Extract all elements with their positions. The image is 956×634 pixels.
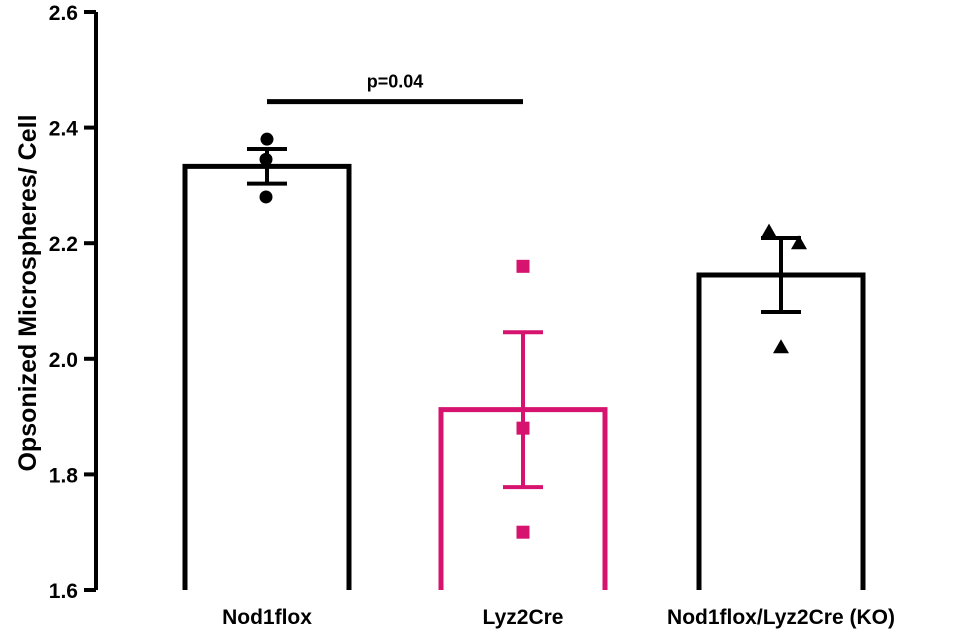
data-point-square (516, 525, 530, 539)
data-point-circle (259, 152, 273, 166)
data-point-triangle (761, 223, 777, 238)
data-point-circle (259, 190, 273, 204)
bars (182, 146, 866, 590)
data-points (259, 132, 807, 539)
data-point-circle (260, 132, 274, 146)
data-point-triangle (791, 235, 807, 250)
bar (182, 163, 352, 590)
x-category-label: Nod1flox (222, 606, 312, 629)
x-category-label: Lyz2Cre (483, 606, 564, 629)
y-tick-label: 1.6 (49, 580, 78, 603)
y-tick-label: 2.2 (49, 233, 78, 256)
y-tick-label: 2.0 (49, 349, 78, 372)
y-tick-label: 2.4 (49, 118, 79, 141)
data-point-square (516, 259, 530, 273)
y-tick-label: 1.8 (49, 464, 79, 487)
y-tick-label: 2.6 (49, 2, 78, 25)
bar (696, 272, 866, 590)
data-point-triangle (773, 339, 789, 354)
p-value-label: p=0.04 (367, 72, 424, 92)
data-point-square (516, 421, 530, 435)
significance-annotations: p=0.04 (267, 72, 523, 105)
x-category-label: Nod1flox/Lyz2Cre (KO) (667, 606, 895, 629)
y-axis-title: Opsonized Microspheres/ Cell (14, 114, 42, 471)
